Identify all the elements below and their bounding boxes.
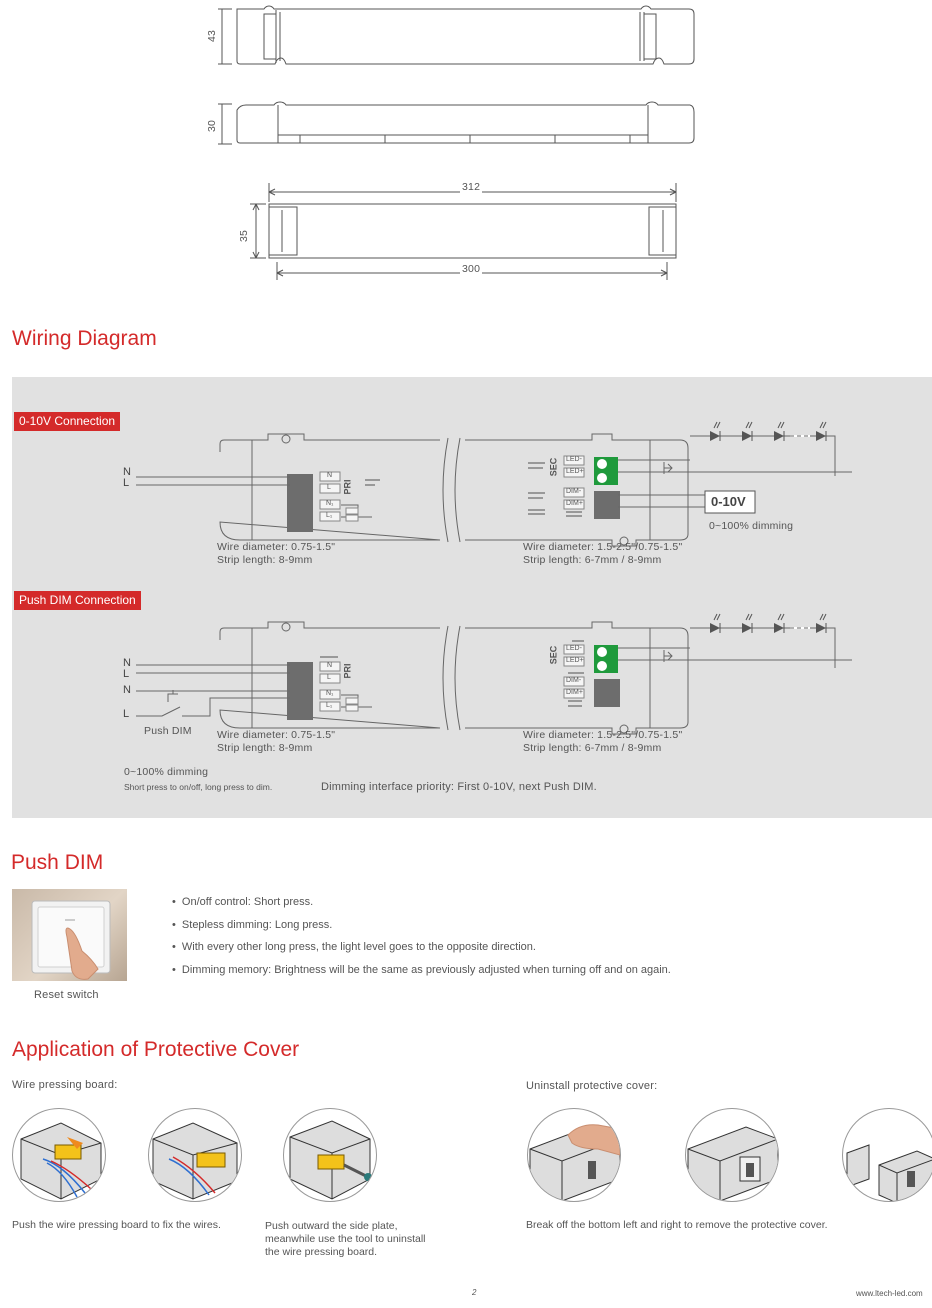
install-step-2-caption-line: the wire pressing board.	[265, 1246, 378, 1258]
dimension-height-bottom: 35	[238, 229, 251, 243]
reset-switch-caption: Reset switch	[34, 989, 99, 1001]
install-step-2-caption-line: meanwhile use the tool to uninstall	[265, 1233, 426, 1245]
zero-ten-pri-label: PRI	[342, 479, 353, 495]
uninstall-step-3-image	[842, 1108, 932, 1202]
uninstall-step-1-image	[527, 1108, 621, 1202]
wire-pressing-board-label: Wire pressing board:	[12, 1079, 118, 1091]
install-step-2-caption-line: Push outward the side plate,	[265, 1220, 398, 1232]
push-dim-wire-right-2: Strip length: 6-7mm / 8-9mm	[523, 742, 662, 754]
dimension-width-inner: 300	[460, 263, 483, 275]
push-dim-input-n: N	[123, 657, 131, 669]
zero-ten-input-l: L	[123, 477, 130, 489]
push-dim-term-n1: N₁	[326, 690, 334, 697]
zero-ten-led-plus: LED+	[566, 468, 584, 475]
push-dim-feature-item: On/off control: Short press.	[172, 896, 671, 919]
push-dim-dim-plus: DIM+	[566, 689, 583, 696]
dimension-height-side: 30	[206, 119, 219, 133]
push-dim-led-minus: LED-	[566, 645, 582, 652]
push-dim-wire-right-1: Wire diameter: 1.5-2.5"/0.75-1.5"	[523, 729, 683, 741]
install-step-1-image	[12, 1108, 106, 1202]
zero-ten-dim-range: 0~100% dimming	[709, 520, 794, 532]
push-dim-switch-label: Push DIM	[144, 725, 192, 737]
push-dim-term-l: L	[327, 674, 331, 681]
zero-ten-wire-right-2: Strip length: 6-7mm / 8-9mm	[523, 554, 662, 566]
mechanical-drawings	[218, 5, 695, 280]
push-dim-feature-item: Stepless dimming: Long press.	[172, 919, 671, 942]
uninstall-step-3-circle	[842, 1108, 932, 1202]
push-dim-pri-label: PRI	[342, 663, 353, 679]
uninstall-step-2-image	[685, 1108, 779, 1202]
install-step-3-image	[283, 1108, 377, 1202]
wiring-diagram-title: Wiring Diagram	[12, 327, 157, 350]
push-dim-feature-item: Dimming memory: Brightness will be the s…	[172, 964, 671, 987]
zero-ten-term-l: L	[327, 484, 331, 491]
push-dim-wire-left-2: Strip length: 8-9mm	[217, 742, 313, 754]
dimming-priority-note: Dimming interface priority: First 0-10V,…	[321, 781, 597, 793]
zero-ten-term-l1: L₁	[326, 512, 333, 519]
push-dim-wire-left-1: Wire diameter: 0.75-1.5"	[217, 729, 336, 741]
zero-ten-wire-right-1: Wire diameter: 1.5-2.5"/0.75-1.5"	[523, 541, 683, 553]
push-dim-term-l1: L₁	[326, 702, 333, 709]
push-dim-term-n: N	[327, 662, 333, 669]
zero-ten-connection-tag: 0-10V Connection	[14, 412, 121, 431]
push-dim-dim-range: 0~100% dimming	[124, 766, 209, 778]
page-number: 2	[472, 1288, 477, 1297]
push-dim-feature-list: On/off control: Short press. Stepless di…	[172, 896, 671, 986]
push-dim-title: Push DIM	[11, 851, 104, 874]
zero-ten-wire-left-1: Wire diameter: 0.75-1.5"	[217, 541, 336, 553]
push-dim-led-plus: LED+	[566, 657, 584, 664]
push-dim-note: Short press to on/off, long press to dim…	[124, 782, 273, 792]
install-step-2-caption: Push outward the side plate, meanwhile u…	[265, 1220, 426, 1259]
dimension-width-overall: 312	[460, 181, 483, 193]
push-dim-input-n2: N	[123, 684, 131, 696]
push-dim-input-l2: L	[123, 708, 130, 720]
reset-switch-image	[31, 900, 111, 980]
install-step-1-caption: Push the wire pressing board to fix the …	[12, 1219, 221, 1231]
zero-ten-dim-box-label: 0-10V	[711, 494, 746, 509]
push-dim-sec-label: SEC	[548, 645, 559, 665]
push-dim-dim-minus: DIM-	[566, 677, 582, 684]
reset-switch-photo	[12, 889, 127, 981]
zero-ten-led-minus: LED-	[566, 456, 582, 463]
uninstall-cover-label: Uninstall protective cover:	[526, 1080, 658, 1092]
zero-ten-input-n: N	[123, 466, 131, 478]
wiring-diagram-panel	[12, 377, 932, 818]
zero-ten-term-n1: N₁	[326, 500, 334, 507]
zero-ten-wire-left-2: Strip length: 8-9mm	[217, 554, 313, 566]
zero-ten-sec-label: SEC	[548, 457, 559, 477]
zero-ten-dim-plus: DIM+	[566, 500, 583, 507]
dimension-height-top: 43	[206, 29, 219, 43]
zero-ten-dim-minus: DIM-	[566, 488, 582, 495]
push-dim-connection-tag: Push DIM Connection	[14, 591, 141, 610]
footer-website[interactable]: www.ltech-led.com	[856, 1289, 932, 1298]
footer-website-text[interactable]: www.ltech-led.com	[856, 1289, 923, 1298]
uninstall-caption: Break off the bottom left and right to r…	[526, 1219, 828, 1231]
zero-ten-term-n: N	[327, 472, 333, 479]
install-step-2-image	[148, 1108, 242, 1202]
protective-cover-title: Application of Protective Cover	[12, 1038, 300, 1061]
push-dim-feature-item: With every other long press, the light l…	[172, 941, 671, 964]
push-dim-input-l: L	[123, 668, 130, 680]
wiring-schematic	[136, 421, 852, 735]
